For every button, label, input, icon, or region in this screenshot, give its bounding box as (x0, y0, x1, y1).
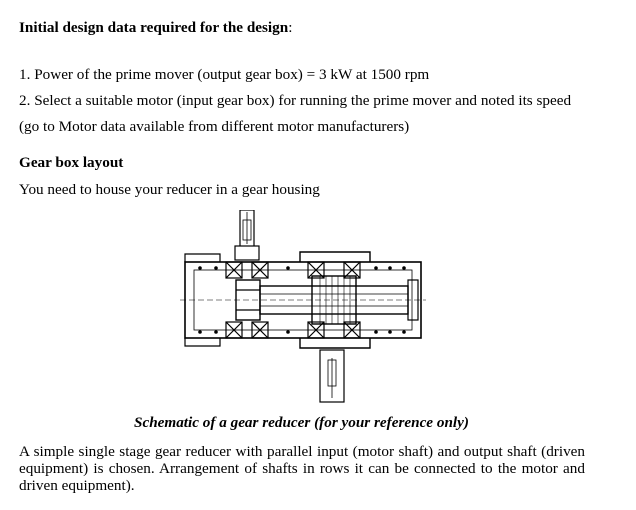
description-paragraph: A simple single stage gear reducer with … (19, 443, 585, 494)
section-heading-gear-box-layout: Gear box layout (19, 154, 124, 171)
list-item-motor-continued: (go to Motor data available from differe… (19, 118, 410, 135)
list-item-power: 1. Power of the prime mover (output gear… (19, 66, 430, 83)
bearings-bottom (225, 321, 361, 339)
housing-instruction: You need to house your reducer in a gear… (19, 181, 320, 198)
heading-text: Initial design data required for the des… (19, 19, 289, 36)
housing-bolts (198, 266, 406, 334)
figure-caption: Schematic of a gear reducer (for your re… (134, 414, 469, 431)
heading: Initial design data required for the des… (19, 19, 292, 37)
heading-colon: : (288, 19, 293, 36)
output-shaft (319, 349, 345, 403)
gear-reducer-schematic (180, 210, 426, 403)
input-shaft (234, 210, 260, 261)
bearings-top (225, 261, 361, 279)
list-item-motor: 2. Select a suitable motor (input gear b… (19, 92, 572, 109)
